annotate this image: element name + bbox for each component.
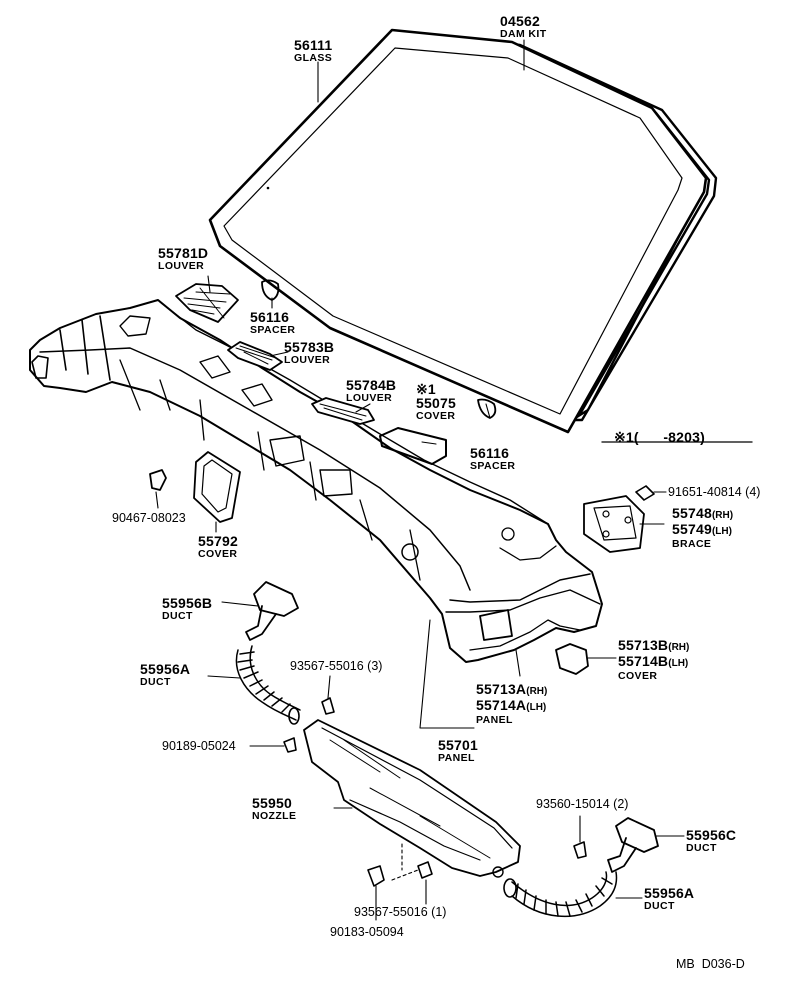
side-rh: (RH) [668, 642, 690, 653]
callout-screw-93560: 93560-15014 (2) [536, 797, 629, 811]
part-name: COVER [198, 548, 238, 560]
part-name: SPACER [250, 324, 296, 336]
callout-screw-93567-3: 93567-55016 (3) [290, 659, 383, 673]
screw-93567-1 [417, 861, 433, 879]
asterisk-mark: ※1 [416, 381, 436, 397]
part-number-lh: 55714B [618, 653, 669, 669]
part-name: DUCT [162, 610, 193, 622]
callout-duct-55956a-left: 55956A DUCT [140, 662, 190, 688]
part-name: PANEL [438, 752, 475, 764]
part-number: 56116 [250, 309, 290, 325]
part-number: 55956A [140, 661, 191, 677]
part-name: DUCT [644, 900, 675, 912]
callout-bolt-91651: 91651-40814 (4) [668, 485, 761, 499]
cover-55713b [555, 643, 589, 675]
part-name: DUCT [686, 842, 717, 854]
hose-55956a-left [235, 645, 301, 725]
part-name: SPACER [470, 460, 516, 472]
part-number-rh: 55713A [476, 681, 527, 697]
part-number: 55701 [438, 737, 478, 753]
callout-louver-55783b: 55783B LOUVER [284, 340, 334, 366]
callout-duct-55956b: 55956B DUCT [162, 596, 212, 622]
callout-clip-90189: 90189-05024 [162, 739, 236, 753]
part-name: COVER [416, 410, 456, 422]
part-name: COVER [618, 670, 658, 682]
callout-brace: 55748(RH) 55749(LH) BRACE [672, 506, 733, 550]
duct-55956c [607, 817, 659, 873]
cowl-panel [29, 299, 603, 663]
part-number: 55956C [686, 827, 737, 843]
callout-panel-55701: 55701 PANEL [438, 738, 478, 764]
callout-cover-55075: ※1 55075 COVER [416, 382, 456, 422]
screw-93560 [573, 841, 587, 859]
side-lh: (LH) [526, 702, 547, 713]
cover-55792 [193, 451, 241, 523]
drawing-code: MB D036-D [676, 957, 745, 971]
callout-panel-55713a: 55713A(RH) 55714A(LH) PANEL [476, 682, 547, 726]
part-number: 56116 [470, 445, 510, 461]
part-number-lh: 55714A [476, 697, 527, 713]
windshield-glass [208, 28, 708, 434]
louver-55784b [311, 397, 375, 425]
callout-duct-55956c: 55956C DUCT [686, 828, 736, 854]
part-name: DAM KIT [500, 28, 547, 40]
callout-louver-55784b: 55784B LOUVER [346, 378, 396, 404]
part-name: NOZZLE [252, 810, 297, 822]
part-number: 55784B [346, 377, 397, 393]
spacer-left [261, 279, 280, 301]
clip-90189 [283, 737, 297, 753]
side-lh: (LH) [668, 658, 689, 669]
nozzle-55950 [303, 719, 521, 878]
part-number: 55783B [284, 339, 335, 355]
part-name: LOUVER [158, 260, 205, 272]
part-number: 56111 [294, 37, 333, 53]
cover-55075 [379, 427, 447, 465]
part-number: 55792 [198, 533, 238, 549]
callout-nozzle-55950: 55950 NOZZLE [252, 796, 296, 822]
callout-spacer-right: 56116 SPACER [470, 446, 515, 472]
part-name: DUCT [140, 676, 171, 688]
part-name: BRACE [672, 538, 712, 550]
callout-screw-93567-1: 93567-55016 (1) [354, 905, 447, 919]
part-number: 55781D [158, 245, 209, 261]
part-number-rh: 55748 [672, 505, 712, 521]
part-name: PANEL [476, 714, 513, 726]
nut-90183 [367, 865, 385, 887]
callout-louver-55781d: 55781D LOUVER [158, 246, 208, 272]
clip-90467 [149, 469, 167, 491]
louver-55781d [175, 283, 239, 323]
brace [583, 495, 645, 553]
part-number: 55075 [416, 395, 456, 411]
part-name: GLASS [294, 52, 333, 64]
callout-spacer-left: 56116 SPACER [250, 310, 295, 336]
spacer-right [477, 398, 497, 419]
date-range-note: ※1( -8203) [614, 429, 705, 445]
callout-duct-55956a-right: 55956A DUCT [644, 886, 694, 912]
callout-clip-90467: 90467-08023 [112, 511, 186, 525]
callout-cover-55713b: 55713B(RH) 55714B(LH) COVER [618, 638, 689, 682]
part-number: 55956A [644, 885, 695, 901]
side-rh: (RH) [711, 510, 734, 521]
part-name: LOUVER [284, 354, 331, 366]
callout-glass: 56111 GLASS [294, 38, 332, 64]
callout-dam-kit: 04562 DAM KIT [500, 14, 547, 40]
side-lh: (LH) [711, 526, 732, 537]
part-number-lh: 55749 [672, 521, 712, 537]
hose-55956a-right [503, 871, 618, 918]
duct-55956b [245, 581, 299, 641]
part-number: 55950 [252, 795, 292, 811]
part-number-rh: 55713B [618, 637, 669, 653]
part-number: 04562 [500, 13, 540, 29]
part-name: LOUVER [346, 392, 393, 404]
side-rh: (RH) [526, 686, 548, 697]
callout-nut-90183: 90183-05094 [330, 925, 404, 939]
bolt-91651 [635, 485, 655, 501]
callout-cover-55792: 55792 COVER [198, 534, 238, 560]
louver-55783b [227, 341, 283, 371]
screw-93567-3 [321, 697, 335, 715]
part-number: 55956B [162, 595, 213, 611]
